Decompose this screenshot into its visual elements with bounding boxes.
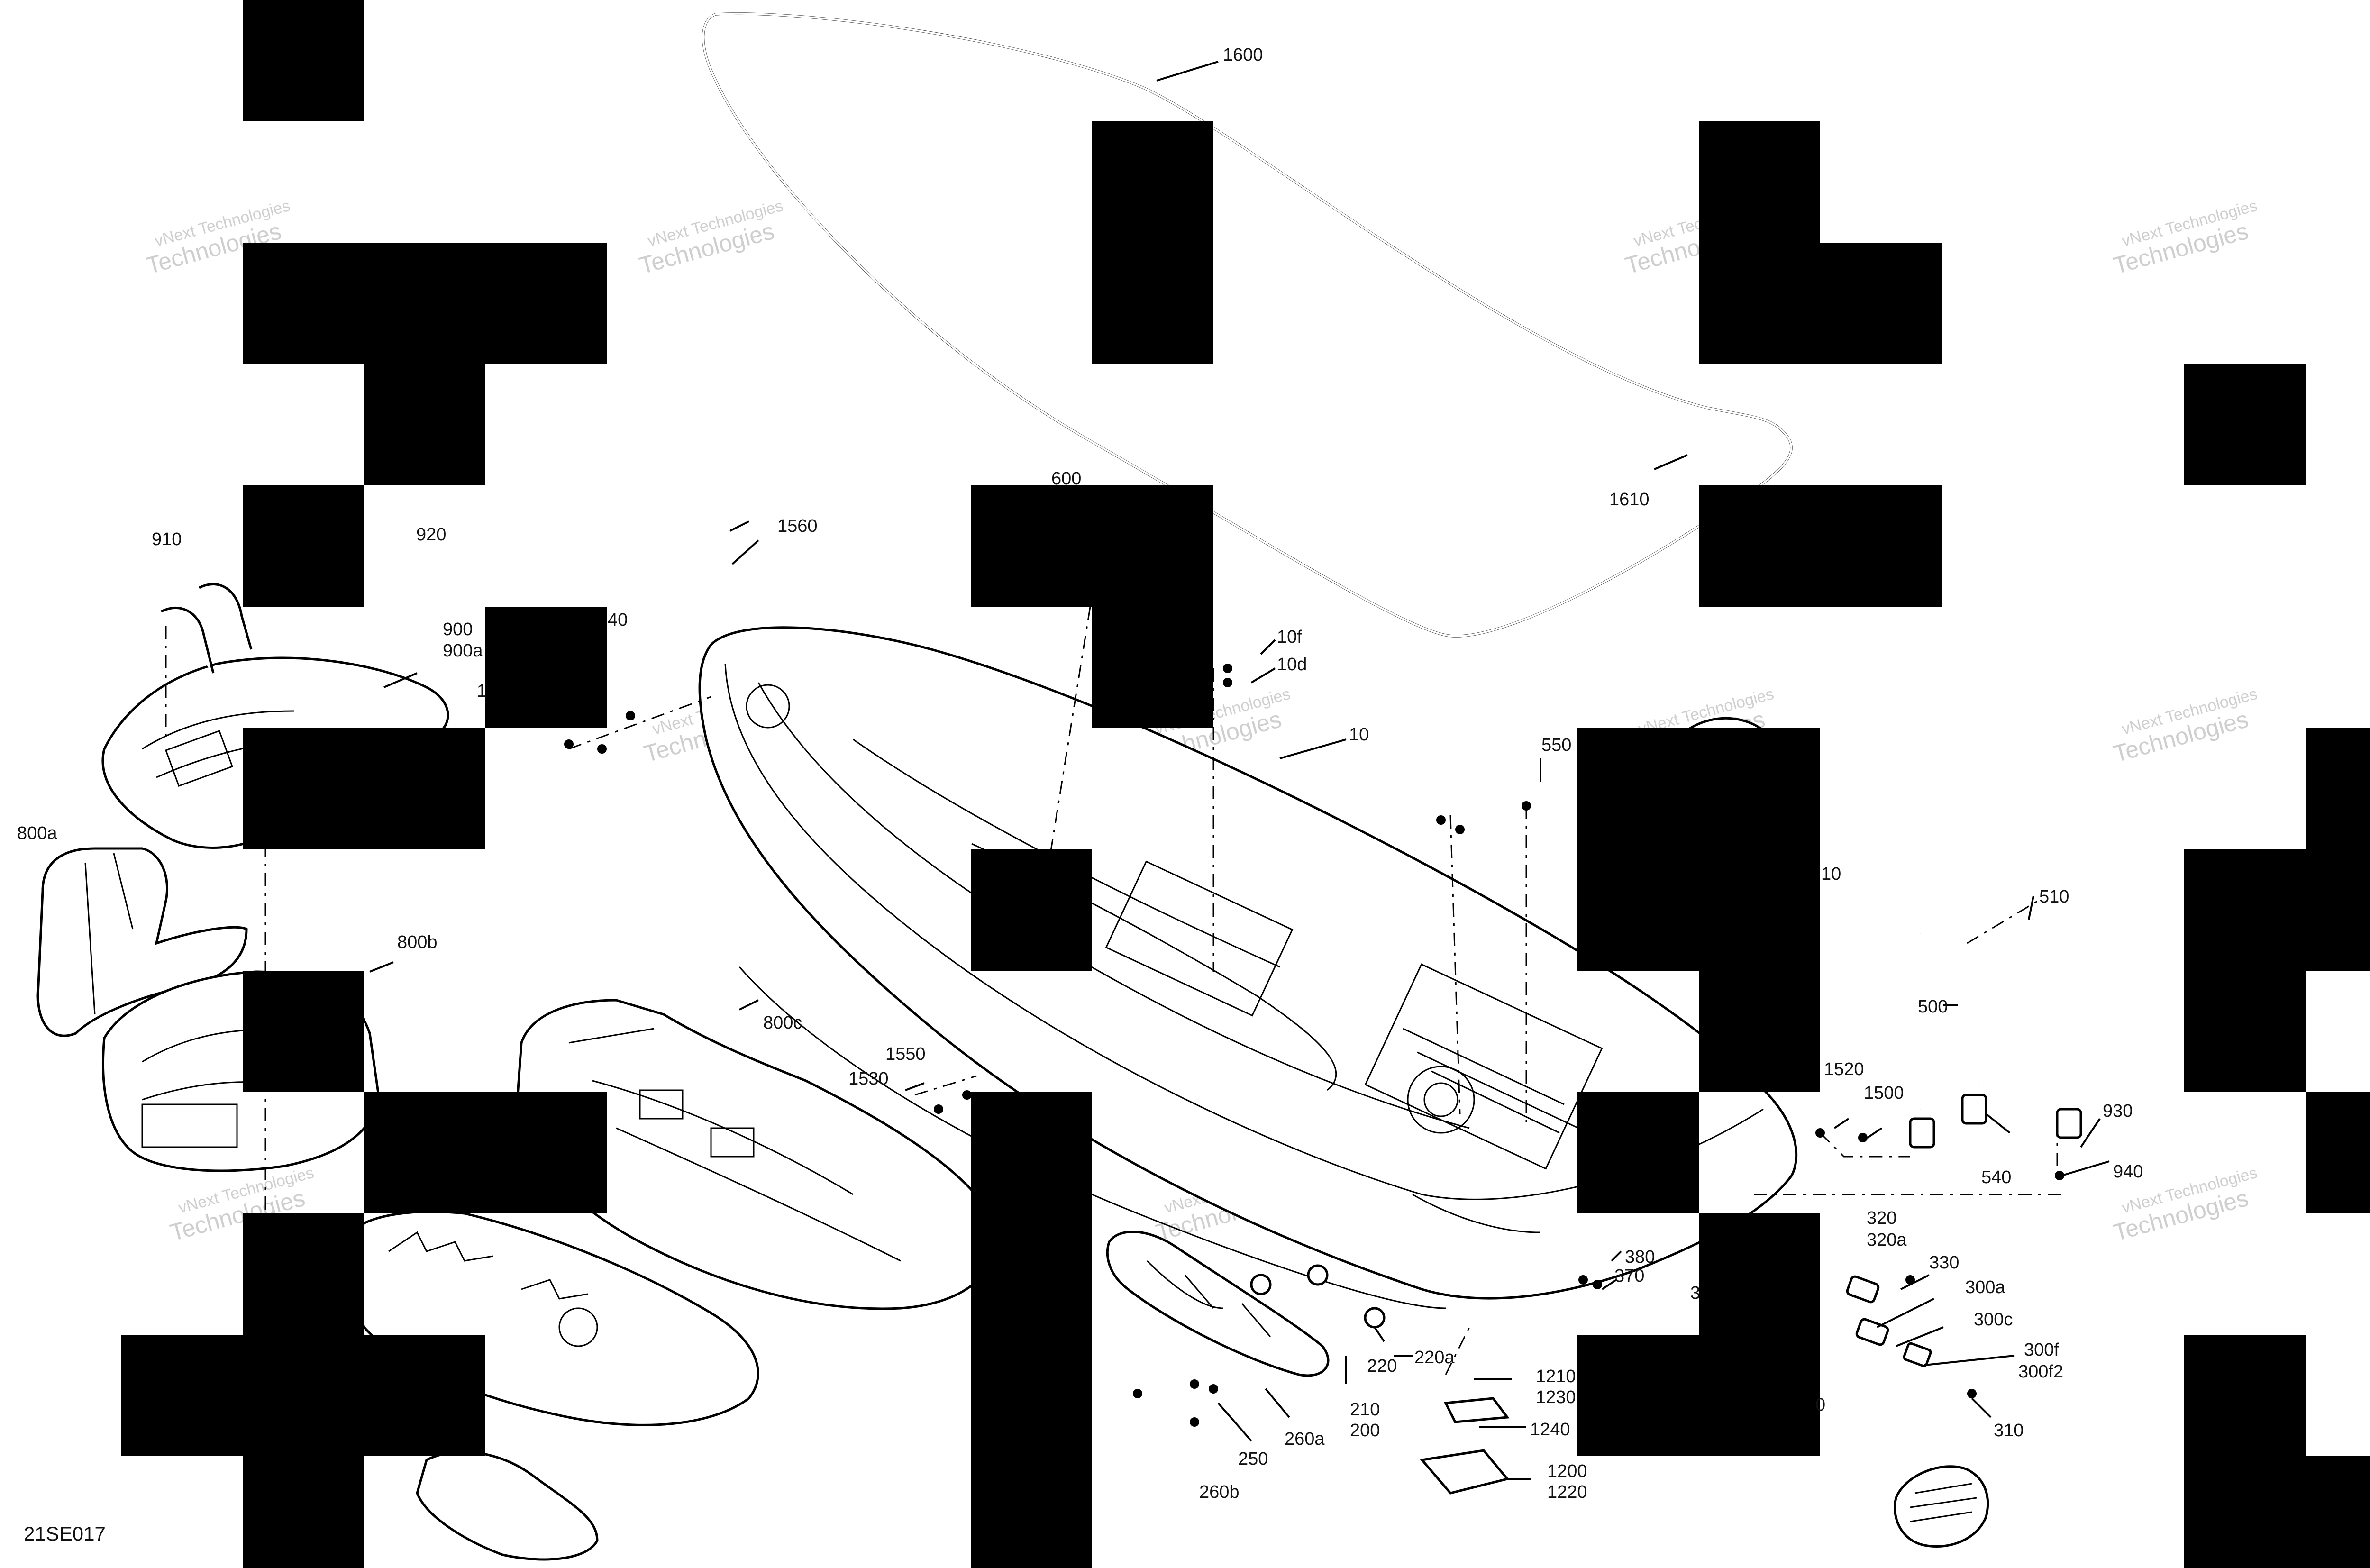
callout-510: 510: [2039, 887, 2069, 907]
callout-1560: 1560: [777, 516, 818, 536]
callout-1: 1: [477, 681, 487, 701]
callout-1210: 1210: [1536, 1367, 1576, 1386]
washer-220: [1250, 1264, 1386, 1329]
callout-540: 540: [1981, 1167, 2011, 1187]
callout-920: 920: [416, 525, 446, 545]
callout-330: 330: [1929, 1253, 1959, 1273]
callout-1230: 1230: [1536, 1387, 1576, 1407]
redaction-blocks: [121, 0, 2370, 1568]
callout-900: 900: [443, 620, 473, 639]
callout-550: 550: [1541, 735, 1571, 755]
callout-1240: 1240: [1530, 1420, 1570, 1440]
callout-10d: 10d: [1277, 655, 1307, 675]
callout-10f: 10f: [1277, 627, 1302, 647]
watermark: vNext Technologies Technologies: [2111, 685, 2259, 767]
callout-500: 500: [1918, 997, 1948, 1017]
callout-1220: 1220: [1547, 1482, 1587, 1502]
callout-260a: 260a: [1285, 1429, 1325, 1449]
callout-910: 910: [152, 529, 182, 549]
callout-900a: 900a: [443, 641, 483, 661]
callout-380: 380: [1625, 1247, 1655, 1267]
callout-370: 370: [1614, 1266, 1644, 1286]
foam-block-800a: [36, 847, 248, 1037]
hose-510: [1977, 919, 2035, 1086]
callout-300a: 300a: [1965, 1277, 2005, 1297]
callout-600: 600: [1051, 469, 1081, 489]
callout-930: 930: [2103, 1101, 2133, 1121]
watermark: vNext Technologies Technologies: [637, 197, 785, 279]
callout-10-right: 10: [1821, 864, 1841, 884]
callout-0: 0: [1815, 1395, 1825, 1415]
callout-210: 210: [1350, 1400, 1380, 1420]
watermark: vNext Technologies Technologies: [2111, 197, 2259, 279]
callout-1520: 1520: [1824, 1059, 1864, 1079]
callout-300c: 300c: [1974, 1310, 2013, 1330]
grab-handle-910: [160, 583, 253, 674]
leader-lines: [312, 61, 2110, 1480]
callout-250: 250: [1238, 1449, 1268, 1469]
callout-1610: 1610: [1609, 490, 1650, 510]
callout-800c: 800c: [763, 1013, 802, 1033]
callout-200: 200: [1350, 1421, 1380, 1440]
callout-1200: 1200: [1547, 1461, 1587, 1481]
callout-10: 10: [1349, 725, 1369, 745]
callout-220a: 220a: [1414, 1348, 1455, 1367]
bracket-930: [2056, 1108, 2082, 1139]
callout-300f2: 300f2: [2018, 1362, 2063, 1382]
intake-grate-lower-right: [1894, 1465, 1989, 1548]
callout-320: 320: [1867, 1208, 1896, 1228]
callout-800a: 800a: [17, 823, 57, 843]
foam-block-bottom: [416, 1450, 599, 1561]
sponson-210: [1106, 1231, 1330, 1377]
callout-40: 40: [608, 610, 628, 630]
callout-1530: 1530: [848, 1069, 889, 1089]
callout-1500: 1500: [1864, 1083, 1904, 1103]
callout-940: 940: [2113, 1162, 2143, 1182]
fitting-540: [1909, 1094, 1987, 1149]
callout-220: 220: [1367, 1356, 1397, 1376]
callout-320a: 320a: [1867, 1230, 1907, 1250]
callout-labels: 1600 1610 600 1560 910 920 900 900a 40 1…: [17, 45, 2143, 1502]
callout-1600: 1600: [1223, 45, 1263, 65]
hose-500: [1880, 846, 1965, 1110]
callout-800b: 800b: [397, 932, 438, 952]
callout-1550: 1550: [885, 1044, 926, 1064]
callout-300f: 300f: [2024, 1340, 2059, 1360]
callout-310: 310: [1994, 1421, 2024, 1440]
callout-3: 3: [1690, 1283, 1700, 1303]
callout-260b: 260b: [1199, 1482, 1240, 1502]
seal-1600: [702, 12, 1793, 638]
diagram-code: 21SE017: [24, 1522, 106, 1545]
ride-plate-1200: [1420, 1397, 1510, 1495]
